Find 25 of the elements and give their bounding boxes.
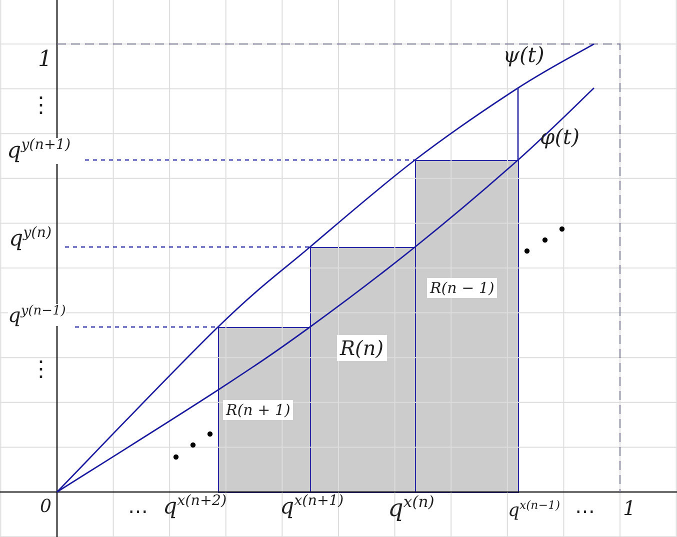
- tick-label: q$^{x(n−1)}$: [508, 499, 560, 521]
- ellipsis: ⋯: [575, 500, 595, 522]
- region-label: R(n): [337, 335, 387, 361]
- ellipsis: ⋮: [30, 94, 52, 118]
- tick-label: q$^{y(n+1)}$: [7, 138, 71, 164]
- shaded-rectangle: [310, 247, 416, 493]
- tick-label: q$^{y(n−1)}$: [8, 304, 66, 326]
- guide-line: [85, 159, 415, 161]
- tick-label: 1: [623, 497, 636, 519]
- shaded-rectangle: [415, 160, 519, 493]
- tick-label: q$^{x(n+2)}$: [163, 494, 227, 520]
- tick-label: q$^{x(n)}$: [388, 494, 434, 522]
- guide-line: [65, 246, 310, 248]
- tick-label: 0: [40, 497, 52, 517]
- tick-label: q$^{x(n+1)}$: [280, 494, 344, 520]
- region-label: R(n + 1): [223, 400, 294, 420]
- ellipsis: ⋮: [30, 358, 52, 382]
- region-label: R(n − 1): [427, 278, 498, 298]
- tick-label: 1: [38, 48, 52, 72]
- guide-line: [75, 326, 218, 328]
- curve-label: ψ(t): [503, 44, 544, 68]
- curve-label: φ(t): [540, 126, 580, 150]
- tick-label: q$^{y(n)}$: [9, 226, 52, 252]
- ellipsis: ⋯: [128, 500, 148, 522]
- shaded-rectangle: [218, 327, 311, 493]
